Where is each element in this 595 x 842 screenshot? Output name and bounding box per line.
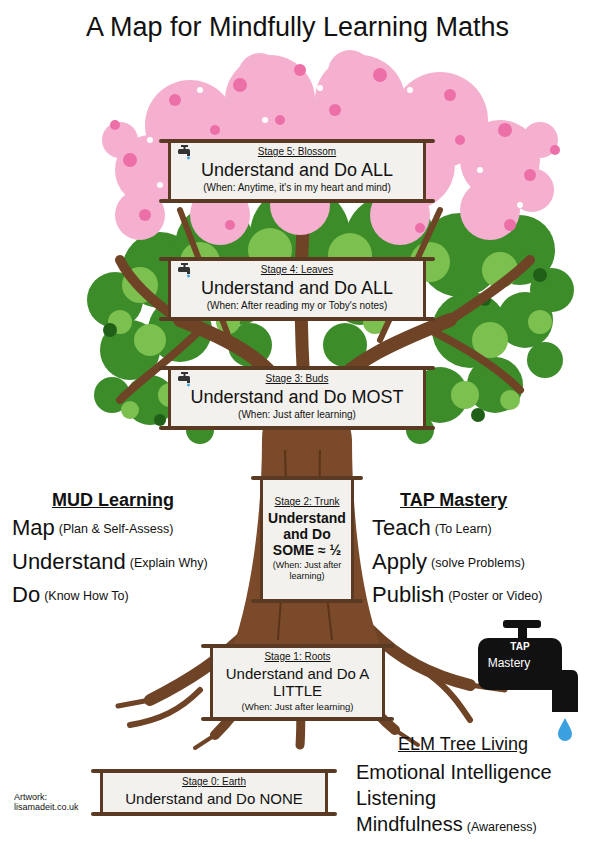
stage-label: Stage 1: Roots bbox=[221, 651, 374, 664]
faucet-label: Mastery bbox=[478, 657, 540, 671]
stage-when: (When: After reading my or Toby's notes) bbox=[179, 300, 415, 312]
stage-label: Stage 4: Leaves bbox=[179, 264, 415, 277]
stage-sign: Stage 5: BlossomUnderstand and Do ALL(Wh… bbox=[168, 140, 426, 202]
stage-sign: Stage 1: RootsUnderstand and Do A LITTLE… bbox=[210, 645, 385, 720]
stage-label: Stage 5: Blossom bbox=[179, 146, 415, 159]
stage-sign: Stage 2: TrunkUnderstand and Do SOME ≈ ½… bbox=[260, 477, 354, 602]
section-heading: MUD Learning bbox=[52, 490, 174, 511]
elm-word: Mindfulness bbox=[356, 813, 463, 836]
stage-label: Stage 2: Trunk bbox=[267, 496, 347, 509]
stage-sign: Stage 3: BudsUnderstand and Do MOST(When… bbox=[168, 367, 426, 429]
mud-note: (Know How To) bbox=[44, 589, 129, 603]
faucet-icon bbox=[177, 263, 193, 278]
stage-goal: Understand and Do SOME ≈ ½ bbox=[267, 510, 347, 558]
mud-word: Understand bbox=[12, 549, 126, 574]
stage-goal: Understand and Do ALL bbox=[179, 160, 415, 181]
stage-sign: Stage 4: LeavesUnderstand and Do ALL(Whe… bbox=[168, 258, 426, 320]
tap-note: (solve Problems) bbox=[431, 556, 525, 570]
elm-word: Listening bbox=[356, 787, 436, 810]
tap-note: (To Learn) bbox=[435, 522, 492, 536]
stage-goal: Understand and Do NONE bbox=[111, 790, 317, 807]
stage-when: (When: Just after learning) bbox=[267, 560, 347, 582]
faucet-icon bbox=[177, 372, 193, 387]
stage-sign: Stage 0: EarthUnderstand and Do NONE bbox=[100, 770, 328, 815]
tap-word: Teach bbox=[372, 515, 431, 540]
mud-note: (Plan & Self-Assess) bbox=[59, 522, 174, 536]
stage-label: Stage 3: Buds bbox=[179, 373, 415, 386]
stage-label: Stage 0: Earth bbox=[111, 776, 317, 789]
artwork-credit: Artwork: lisamadeit.co.uk bbox=[14, 792, 98, 813]
mud-note: (Explain Why) bbox=[130, 556, 208, 570]
faucet-label: TAP bbox=[478, 641, 562, 653]
mud-word: Map bbox=[12, 515, 55, 540]
section-heading: ELM Tree Living bbox=[398, 734, 528, 755]
tap-note: (Poster or Video) bbox=[448, 589, 542, 603]
tap-word: Publish bbox=[372, 582, 444, 607]
stage-goal: Understand and Do A LITTLE bbox=[221, 665, 374, 700]
tap-word: Apply bbox=[372, 549, 427, 574]
diagram-title: A Map for Mindfully Learning Maths bbox=[0, 12, 595, 43]
faucet-icon bbox=[177, 145, 193, 160]
stage-goal: Understand and Do ALL bbox=[179, 278, 415, 299]
elm-word: Emotional Intelligence bbox=[356, 761, 552, 784]
stage-goal: Understand and Do MOST bbox=[179, 387, 415, 408]
mud-word: Do bbox=[12, 582, 40, 607]
stage-when: (When: Just after learning) bbox=[221, 701, 374, 712]
stage-when: (When: Just after learning) bbox=[179, 409, 415, 421]
section-heading: TAP Mastery bbox=[400, 490, 507, 511]
stage-when: (When: Anytime, it's in my heart and min… bbox=[179, 182, 415, 194]
elm-note: (Awareness) bbox=[467, 820, 537, 834]
